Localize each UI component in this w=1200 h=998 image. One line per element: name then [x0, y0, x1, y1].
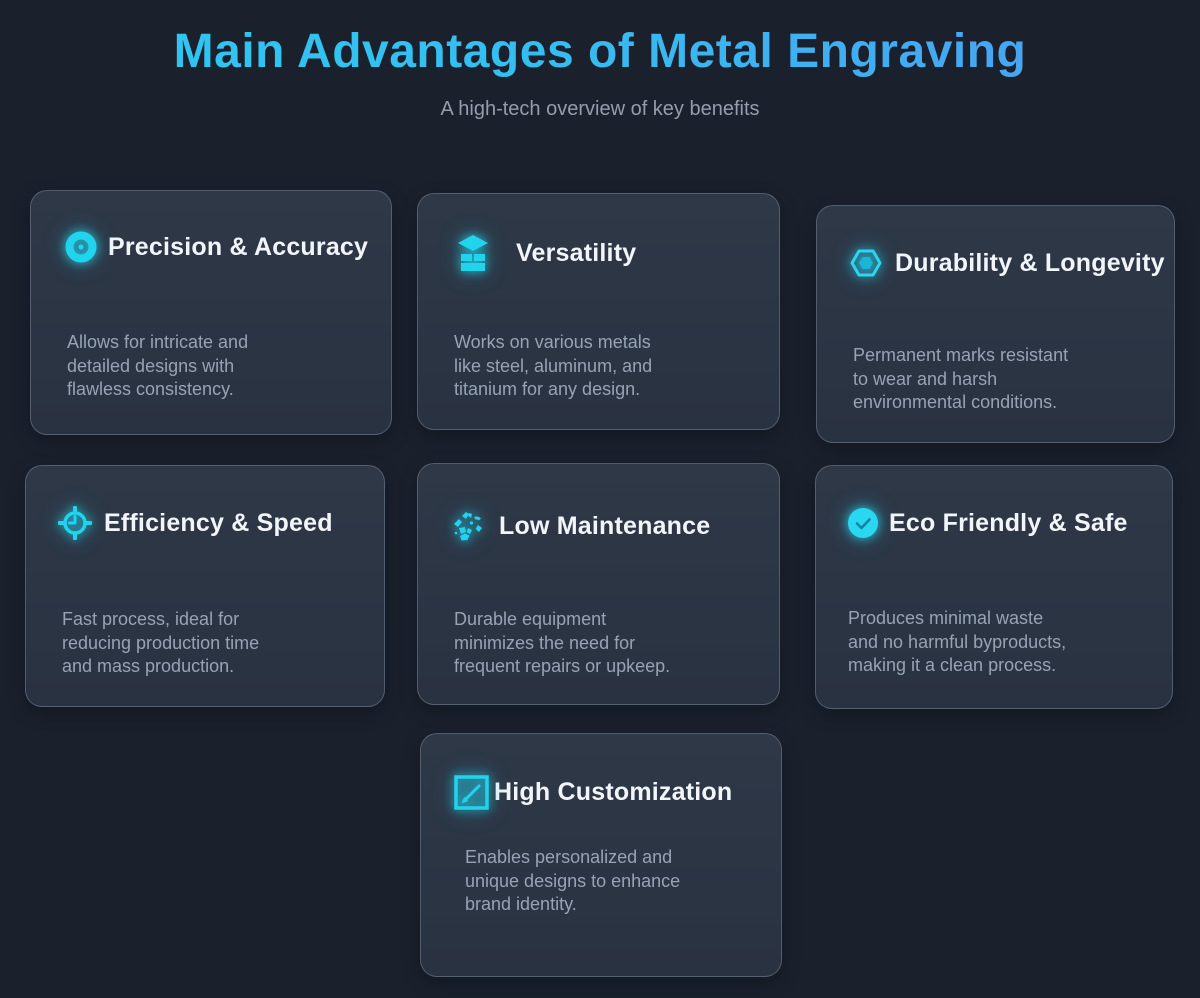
layers-stack-icon [456, 234, 490, 272]
eco-circle-icon [846, 506, 880, 540]
card-header: Durability & Longevity [849, 246, 1165, 280]
card-header: High Customization [453, 774, 732, 811]
card-header: Low Maintenance [451, 509, 710, 543]
card-description: Allows for intricate and detailed design… [67, 332, 249, 399]
clock-target-icon [58, 506, 92, 540]
card-header: Efficiency & Speed [58, 506, 333, 540]
card-title: Efficiency & Speed [104, 508, 333, 537]
card-title: Low Maintenance [499, 511, 711, 540]
target-icon [65, 231, 97, 263]
hexagon-icon [849, 246, 883, 280]
card-title: Durability & Longevity [895, 248, 1165, 277]
card-eco-friendly-safe: Eco Friendly & Safe Produces minimal was… [815, 465, 1173, 709]
card-title: Eco Friendly & Safe [889, 508, 1128, 537]
page-title: Main Advantages of Metal Engraving [0, 24, 1200, 79]
card-header: Versatility [456, 234, 636, 272]
card-header: Eco Friendly & Safe [846, 506, 1128, 540]
card-description: Produces minimal waste and no harmful by… [848, 608, 1067, 675]
page-subtitle: A high-tech overview of key benefits [440, 98, 760, 121]
edit-square-icon [453, 774, 490, 811]
card-title: Versatility [516, 238, 637, 267]
card-description: Permanent marks resistant to wear and ha… [853, 345, 1069, 412]
card-durability-longevity: Durability & Longevity Permanent marks r… [816, 205, 1175, 443]
card-precision-accuracy: Precision & Accuracy Allows for intricat… [30, 190, 392, 435]
card-description: Durable equipment minimizes the need for… [454, 609, 671, 676]
page-header: Main Advantages of Metal Engraving A hig… [0, 0, 1200, 121]
card-description: Works on various metals like steel, alum… [454, 332, 653, 399]
card-low-maintenance: Low Maintenance Durable equipment minimi… [417, 463, 780, 705]
card-versatility: Versatility Works on various metals like… [417, 193, 780, 430]
card-title: Precision & Accuracy [108, 232, 369, 261]
card-title: High Customization [494, 778, 733, 806]
card-header: Precision & Accuracy [65, 231, 368, 263]
card-high-customization: High Customization Enables personalized … [420, 733, 782, 977]
card-description: Fast process, ideal for reducing product… [62, 609, 260, 676]
tools-glitch-icon [451, 509, 487, 543]
card-efficiency-speed: Efficiency & Speed Fast process, ideal f… [25, 465, 385, 707]
card-description: Enables personalized and unique designs … [465, 847, 681, 914]
